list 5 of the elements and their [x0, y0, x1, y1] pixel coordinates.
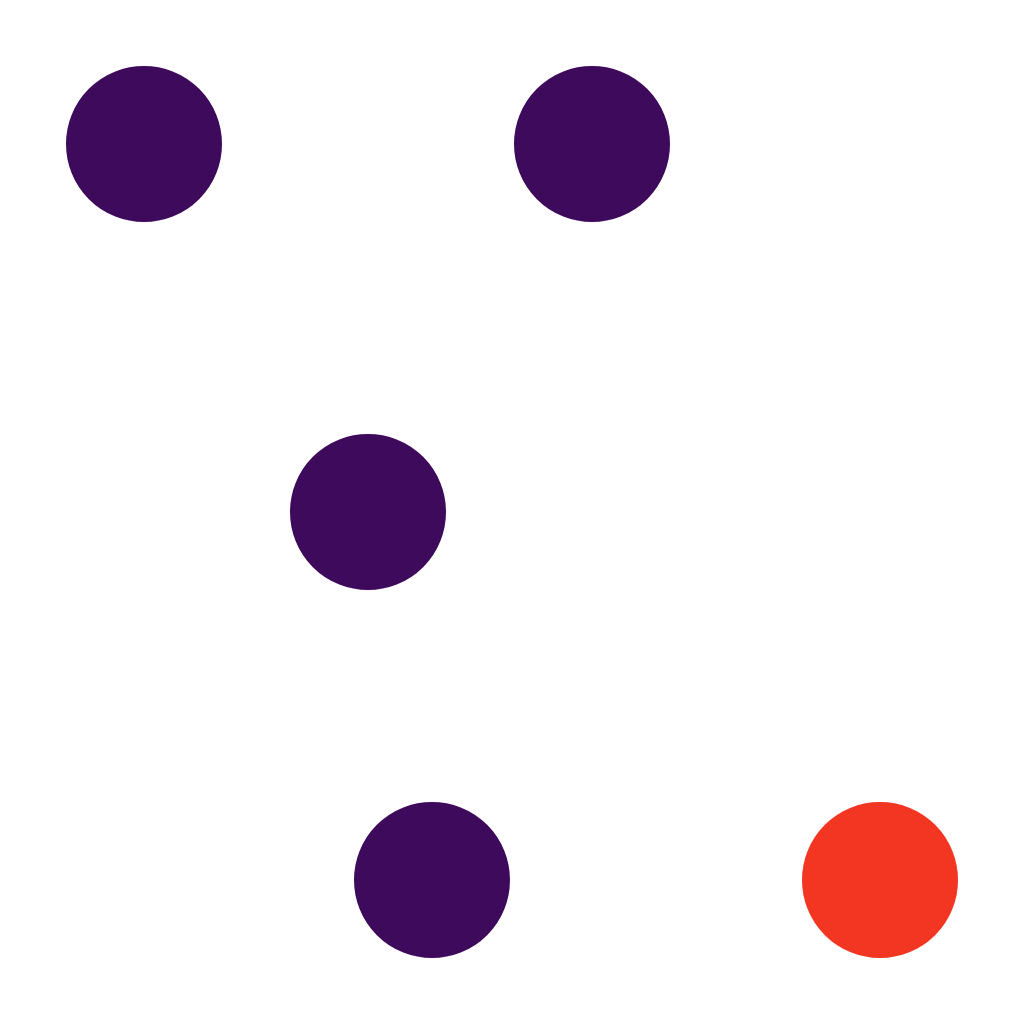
circle-node [514, 66, 670, 222]
circle-node [290, 434, 446, 590]
circle-node [802, 802, 958, 958]
circle-node [354, 802, 510, 958]
circle-node [66, 66, 222, 222]
